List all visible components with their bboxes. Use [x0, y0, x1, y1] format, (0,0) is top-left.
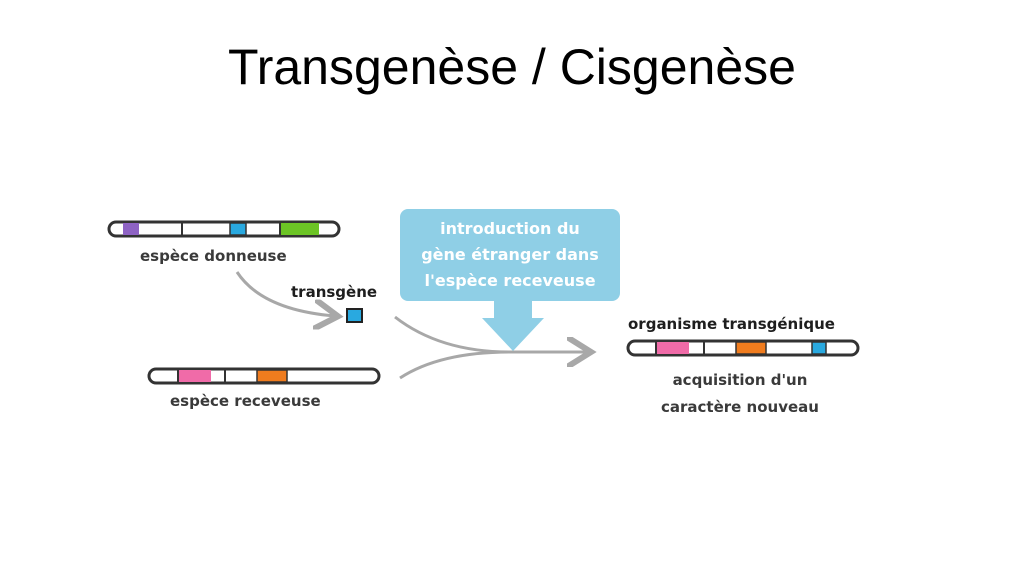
- recipient-chromosome: [147, 367, 381, 385]
- donor-chromosome: [107, 220, 341, 238]
- donor-label: espèce donneuse: [140, 247, 287, 265]
- recipient-label: espèce receveuse: [170, 392, 321, 410]
- transgenic-chromosome: [626, 339, 860, 357]
- extraction-arrow: [235, 271, 335, 316]
- merge-arrow-lower: [399, 350, 511, 380]
- result-desc-line-2: caractère nouveau: [661, 398, 819, 416]
- result-gene-orange: [735, 341, 767, 355]
- transgene-square: [346, 308, 363, 323]
- donor-gene-green: [281, 223, 319, 235]
- callout-line-2: gène étranger dans: [421, 245, 599, 264]
- callout-line-3: l'espèce receveuse: [424, 271, 595, 290]
- donor-gene-purple: [123, 223, 139, 235]
- recipient-gene-pink: [179, 370, 211, 382]
- slide-title: Transgenèse / Cisgenèse: [228, 39, 796, 95]
- donor-gene-blue: [229, 222, 247, 236]
- result-title: organisme transgénique: [628, 315, 835, 333]
- recipient-gene-orange: [256, 369, 288, 383]
- result-gene-pink: [657, 342, 689, 354]
- result-desc-line-1: acquisition d'un: [673, 371, 808, 389]
- transgene-label: transgène: [291, 283, 377, 301]
- callout-line-1: introduction du: [440, 219, 580, 238]
- result-gene-blue: [811, 341, 827, 355]
- callout-box: [400, 209, 620, 351]
